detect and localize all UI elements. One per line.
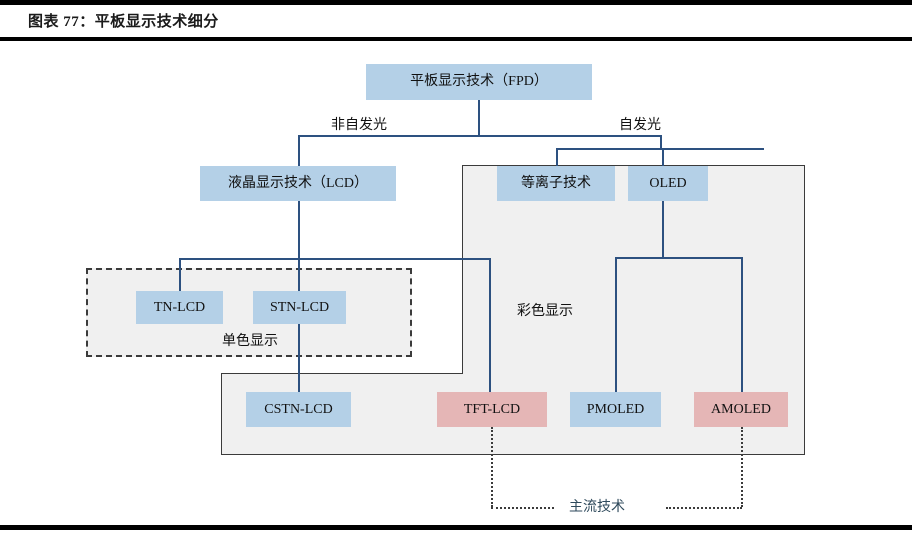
edge-fpd-to-lcd	[298, 135, 300, 166]
region-seam-cover	[463, 372, 804, 376]
node-amoled[interactable]: AMOLED	[694, 392, 788, 427]
node-fpd-label: 平板显示技术（FPD）	[410, 74, 548, 89]
node-cstn-lcd-label: CSTN-LCD	[264, 401, 333, 417]
node-oled[interactable]: OLED	[628, 166, 708, 201]
edge-oled-to-amoled	[741, 257, 743, 392]
node-tft-lcd-label: TFT-LCD	[463, 401, 521, 417]
legend-dotted-connector-right	[666, 507, 742, 509]
bottom-rule	[0, 525, 912, 530]
legend-dotted-connector-left	[491, 507, 554, 509]
node-lcd-label: 液晶显示技术（LCD）	[228, 175, 368, 191]
top-rule	[0, 0, 912, 5]
edge-lcd-to-tn	[179, 258, 181, 291]
edge-emissive-split	[556, 148, 764, 150]
node-plasma-label: 等离子技术	[521, 175, 591, 191]
region-mono-display	[86, 268, 412, 357]
node-pmoled-label: PMOLED	[586, 401, 645, 417]
edge-fpd-stem	[478, 100, 480, 136]
node-plasma[interactable]: 等离子技术	[497, 166, 615, 201]
legend-label-mainstream: 主流技术	[569, 500, 625, 515]
node-fpd[interactable]: 平板显示技术（FPD）	[366, 64, 592, 100]
node-amoled-label: AMOLED	[711, 401, 771, 417]
diagram-canvas: 平板显示技术（FPD） 液晶显示技术（LCD） 等离子技术 OLED TN-LC…	[0, 41, 912, 525]
edge-oled-stem	[662, 185, 664, 258]
edge-label-emissive: 自发光	[615, 119, 665, 133]
node-stn-lcd[interactable]: STN-LCD	[253, 291, 346, 324]
node-pmoled[interactable]: PMOLED	[570, 392, 661, 427]
edge-lcd-to-tft	[489, 258, 491, 392]
edge-oled-to-pmoled	[615, 257, 617, 392]
edge-label-non-emissive: 非自发光	[327, 119, 391, 133]
node-lcd[interactable]: 液晶显示技术（LCD）	[200, 166, 396, 201]
node-cstn-lcd[interactable]: CSTN-LCD	[246, 392, 351, 427]
edge-oled-split	[615, 257, 742, 259]
node-tft-lcd[interactable]: TFT-LCD	[437, 392, 547, 427]
edge-lcd-split	[179, 258, 490, 260]
edge-to-oled	[662, 148, 664, 166]
edge-lcd-stem	[298, 185, 300, 259]
edge-stn-to-cstn	[298, 324, 300, 392]
region-label-mono: 单色显示	[222, 334, 278, 349]
edge-fpd-split	[298, 135, 661, 137]
legend-dotted-line-tft	[491, 427, 493, 507]
edge-to-plasma	[556, 148, 558, 166]
node-stn-lcd-label: STN-LCD	[269, 299, 330, 315]
figure-title: 图表 77：平板显示技术细分	[28, 14, 219, 30]
region-label-color: 彩色显示	[517, 304, 573, 319]
edge-fpd-to-emissive	[660, 135, 662, 149]
node-tn-lcd[interactable]: TN-LCD	[136, 291, 223, 324]
legend-dotted-line-amoled	[741, 427, 743, 507]
edge-lcd-to-stn	[298, 258, 300, 291]
title-rule	[0, 37, 912, 41]
node-oled-label: OLED	[649, 175, 687, 191]
node-tn-lcd-label: TN-LCD	[153, 299, 206, 315]
